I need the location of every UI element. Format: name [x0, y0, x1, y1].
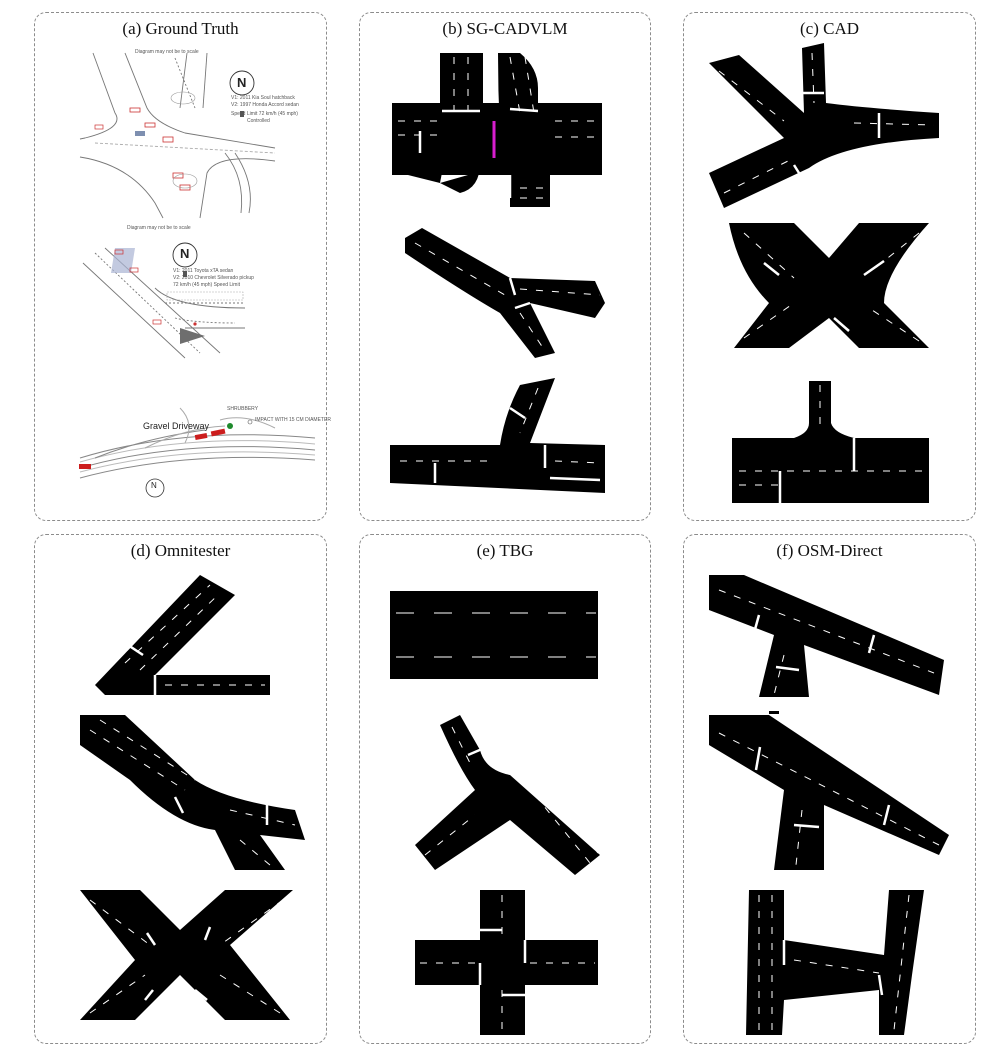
road-scene-e [390, 591, 600, 1035]
gt-scene-2 [82, 242, 246, 359]
gt2-north: N [180, 246, 190, 261]
gt1-vehicle-1: V1: 2011 Kia Soul hatchback [231, 95, 295, 101]
road-scene-f [709, 575, 949, 1035]
gt-scene-3 [79, 407, 316, 498]
gt3-north: N [151, 481, 157, 490]
gt1-north: N [237, 75, 247, 90]
gt3-driveway-label: Gravel Driveway [143, 421, 210, 431]
gt1-vehicle-2: V2: 1997 Honda Accord sedan [231, 102, 299, 108]
road-scene-c [709, 43, 939, 503]
road-scene-b1 [390, 53, 605, 493]
gt1-speed-limit: Speed Limit 72 km/h (45 mph) [231, 111, 298, 117]
gt3-impact-label: IMPACT WITH 15 CM DIAMETER [255, 417, 331, 423]
gt-scene-1 [79, 52, 276, 219]
gt3-shrubbery-label: SHRUBBERY [227, 406, 259, 412]
panel-title: (c) CAD [799, 19, 859, 38]
panel-tbg: (e) TBG [359, 534, 651, 1044]
panel-title: (a) Ground Truth [122, 19, 239, 38]
panel-osm-direct: (f) OSM-Direct [683, 534, 976, 1044]
panel-ground-truth: (a) Ground Truth Diagram may not be to s… [34, 12, 331, 521]
panel-title: (d) Omnitester [130, 541, 231, 560]
gt2-vehicle-2: V2: 2010 Chevrolet Silverado pickup [173, 275, 254, 281]
gt2-header-note: Diagram may not be to scale [127, 225, 191, 231]
road-scene-d [80, 575, 305, 1020]
panel-sg-cadvlm: (b) SG-CADVLM [359, 12, 651, 521]
panel-omnitester: (d) Omnitester [34, 534, 327, 1044]
panel-title: (b) SG-CADVLM [442, 19, 568, 38]
gt2-vehicle-1: V1: 2011 Toyota xTA sedan [173, 268, 234, 274]
gt1-header-note: Diagram may not be to scale [135, 49, 199, 55]
panel-title: (f) OSM-Direct [776, 541, 883, 560]
gt1-control-note: Controlled [247, 118, 270, 124]
gt2-speed-limit: 72 km/h (45 mph) Speed Limit [173, 282, 240, 288]
panel-title: (e) TBG [476, 541, 534, 560]
panel-cad: (c) CAD [683, 12, 976, 521]
